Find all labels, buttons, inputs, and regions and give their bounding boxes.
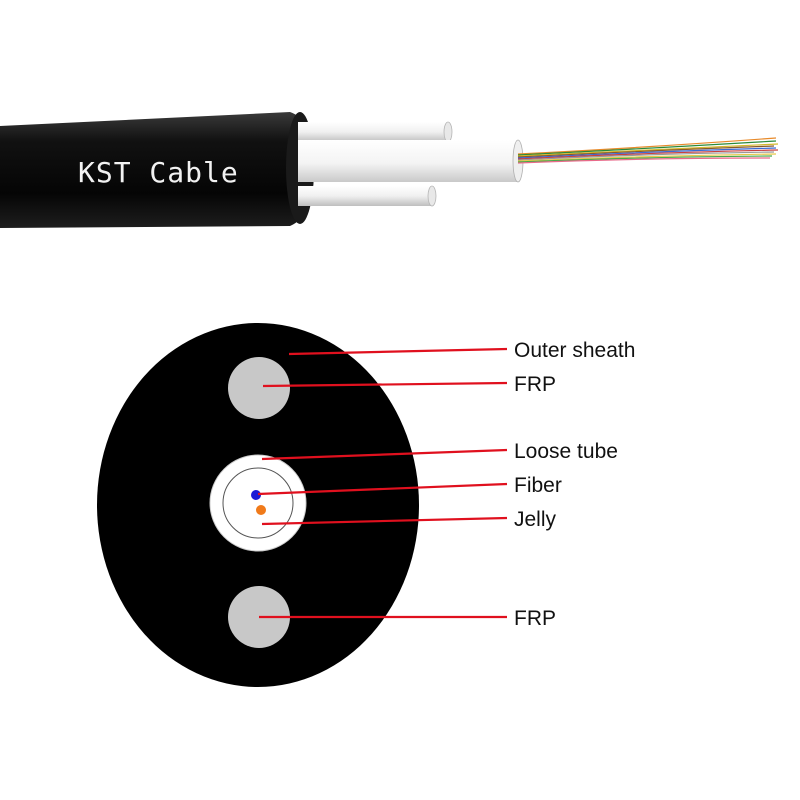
jelly-boundary xyxy=(222,467,294,539)
leader-lines xyxy=(257,347,508,619)
jacket-side xyxy=(0,112,314,228)
label-fiber: Fiber xyxy=(514,474,562,497)
label-jelly: Jelly xyxy=(514,508,557,531)
frp-rod-lower xyxy=(298,185,437,207)
frp-top-shape xyxy=(228,357,290,419)
cable-cross-section xyxy=(97,323,419,687)
callout-labels: Outer sheath FRP Loose tube Fiber Jelly … xyxy=(514,339,635,630)
cable-brand-text: KST Cable xyxy=(78,156,239,189)
leader-fiber xyxy=(257,482,508,496)
leader-jelly xyxy=(261,516,508,526)
fiber-orange-dot xyxy=(256,505,266,515)
frp-rod-upper xyxy=(298,121,453,143)
label-frp-bottom: FRP xyxy=(514,607,556,630)
label-frp-top: FRP xyxy=(514,373,556,396)
fiber-blue-dot xyxy=(251,490,261,500)
loose-tube-side xyxy=(298,139,524,183)
loose-tube-shape xyxy=(209,454,307,552)
fiber-strands xyxy=(517,137,779,164)
leader-outer-sheath xyxy=(288,347,508,356)
cable-side-view: KST Cable xyxy=(0,112,779,228)
label-outer-sheath: Outer sheath xyxy=(514,339,635,362)
label-loose-tube: Loose tube xyxy=(514,440,618,463)
leader-loose-tube xyxy=(261,448,508,461)
leader-frp-top xyxy=(262,381,508,388)
